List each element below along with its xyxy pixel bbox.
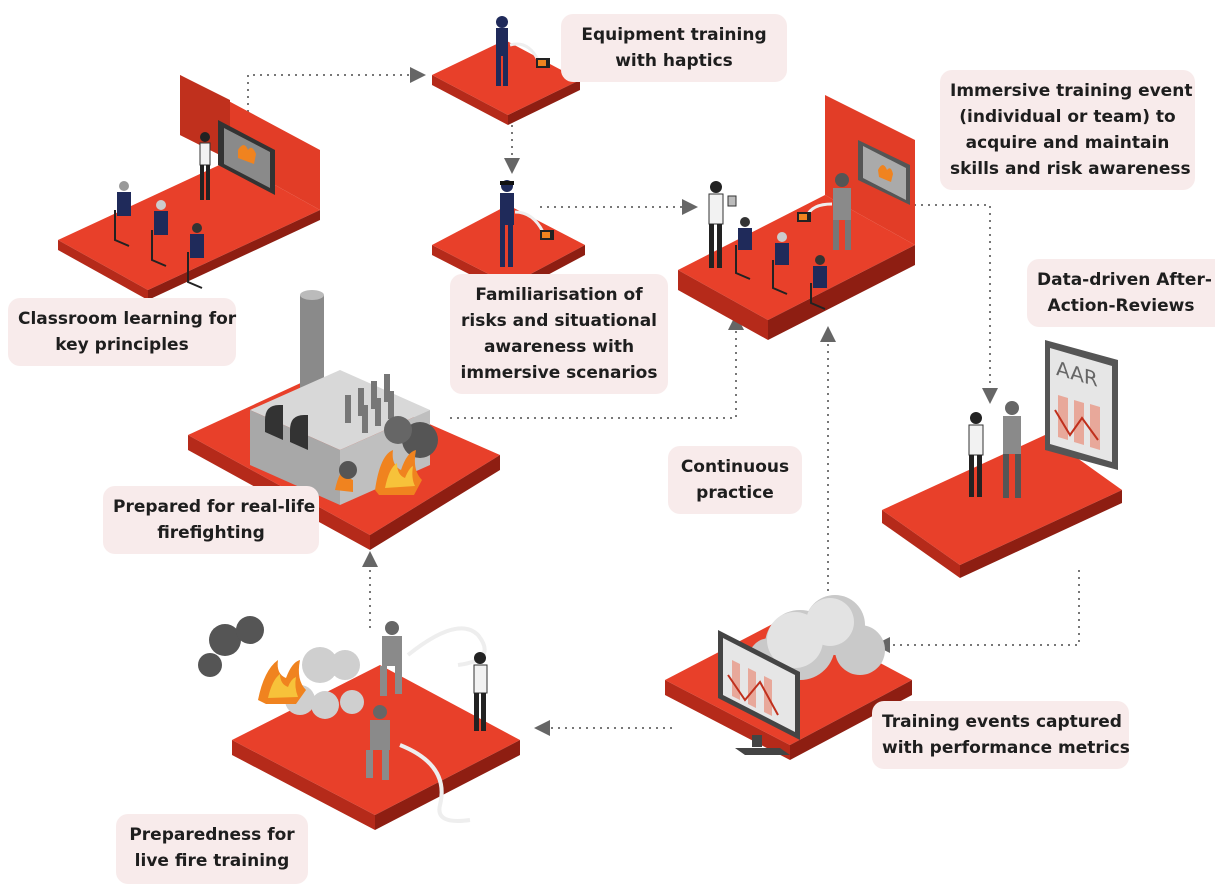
label-equipment-training: Equipment training with haptics xyxy=(561,14,787,82)
label-aar-line-2: Action-Reviews xyxy=(1047,296,1195,316)
label-training-events-captured: Training events captured with performanc… xyxy=(872,701,1130,769)
label-immersive-training: Immersive training event (individual or … xyxy=(940,70,1195,190)
label-familiarisation: Familiarisation of risks and situational… xyxy=(450,274,668,394)
label-preparedness-live-fire: Preparedness for live fire training xyxy=(116,814,308,884)
label-immersive-line-2: (individual or team) to xyxy=(959,107,1176,127)
label-captured-line-2: with performance metrics xyxy=(882,738,1130,758)
label-reallife-line-2: firefighting xyxy=(157,523,265,543)
label-aar-line-1: Data-driven After- xyxy=(1037,270,1212,290)
equipment-scene xyxy=(432,16,580,125)
arrow-classroom-to-equipment xyxy=(247,67,426,126)
label-livefire-line-2: live fire training xyxy=(134,851,290,871)
label-familiarisation-line-4: immersive scenarios xyxy=(460,363,658,383)
label-livefire-line-1: Preparedness for xyxy=(129,825,295,845)
arrow-aar-to-captured xyxy=(874,570,1080,653)
immersive-scene xyxy=(678,95,915,340)
label-equipment-line-1: Equipment training xyxy=(581,25,767,45)
label-familiarisation-line-1: Familiarisation of xyxy=(475,285,643,305)
aar-scene: AAR xyxy=(882,340,1122,578)
captured-scene xyxy=(665,595,912,760)
label-reallife-line-1: Prepared for real-life xyxy=(113,497,316,517)
label-immersive-line-1: Immersive training event xyxy=(950,81,1193,101)
label-continuous-line-2: practice xyxy=(696,483,774,503)
label-captured-line-1: Training events captured xyxy=(882,712,1122,732)
label-familiarisation-line-2: risks and situational xyxy=(460,311,657,331)
label-continuous-practice: Continuous practice xyxy=(668,446,802,514)
label-classroom-line-1: Classroom learning for xyxy=(18,309,237,329)
label-immersive-line-3: acquire and maintain xyxy=(965,133,1170,153)
livefire-scene xyxy=(198,616,520,830)
label-equipment-line-2: with haptics xyxy=(615,51,733,71)
label-familiarisation-line-3: awareness with xyxy=(483,337,635,357)
label-data-driven-aar: Data-driven After- Action-Reviews xyxy=(1027,259,1215,327)
label-immersive-line-4: skills and risk awareness xyxy=(950,159,1191,179)
label-prepared-real-life: Prepared for real-life firefighting xyxy=(103,486,319,554)
label-continuous-line-1: Continuous xyxy=(680,457,790,477)
classroom-scene xyxy=(58,75,320,300)
label-classroom-line-2: key principles xyxy=(55,335,189,355)
label-classroom-learning: Classroom learning for key principles xyxy=(8,298,236,366)
